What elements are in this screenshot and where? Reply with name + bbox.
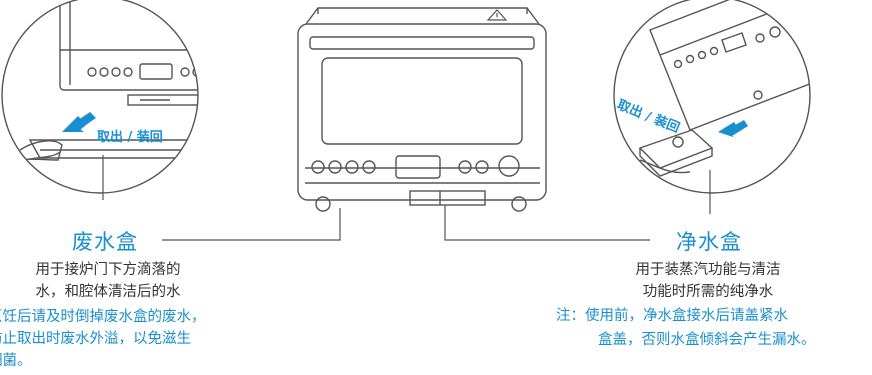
clean-box-desc-line1: 用于装蒸汽功能与清洁: [635, 262, 781, 278]
waste-box-note-line2: 防止取出时废水外溢，以免滋生: [0, 331, 191, 347]
waste-box-leader: [162, 208, 341, 241]
clean-box-desc-line2: 功能时所需的纯净水: [642, 284, 774, 300]
oven-illustration: [297, 7, 547, 212]
arrow-down-left-icon: [62, 112, 96, 132]
oven-button-2: [328, 160, 342, 174]
waste-water-box-title: 废水盒: [72, 230, 138, 254]
arrow-down-left-icon: [718, 120, 748, 138]
waste-box-note-line1: 烹饪后请及时倒掉废水盒的废水，: [0, 309, 206, 325]
clean-water-box-title: 净水盒: [676, 230, 742, 254]
clean-water-box-slot: [409, 190, 486, 206]
oven-knob: [498, 155, 520, 177]
oven-button-3: [345, 160, 359, 174]
oven-button-1: [311, 160, 325, 174]
clean-box-leader: [444, 205, 650, 241]
waste-water-box-detail: [1, 0, 199, 200]
waste-box-note-line3: 细菌。: [0, 353, 32, 369]
clean-box-note-line1: 注：使用前，净水盒接水后请盖紧水: [556, 308, 788, 324]
oven-foot-right: [511, 196, 527, 212]
waste-box-desc-line1: 用于接炉门下方滴落的: [35, 262, 181, 278]
oven-button-6: [475, 160, 489, 174]
oven-display: [395, 155, 441, 179]
oven-button-4: [362, 160, 376, 174]
warning-triangle-icon: [486, 9, 508, 21]
waste-box-action-label: 取出 / 装回: [97, 130, 163, 145]
clean-box-note-line2: 盒盖，否则水盒倾斜会产生漏水。: [598, 332, 816, 348]
leader-lines: [162, 205, 650, 241]
oven-foot-left: [315, 196, 331, 212]
waste-box-desc-line2: 水，和腔体清洁后的水: [35, 284, 181, 300]
clean-water-box-detail: [613, 0, 811, 214]
oven-button-5: [458, 160, 472, 174]
